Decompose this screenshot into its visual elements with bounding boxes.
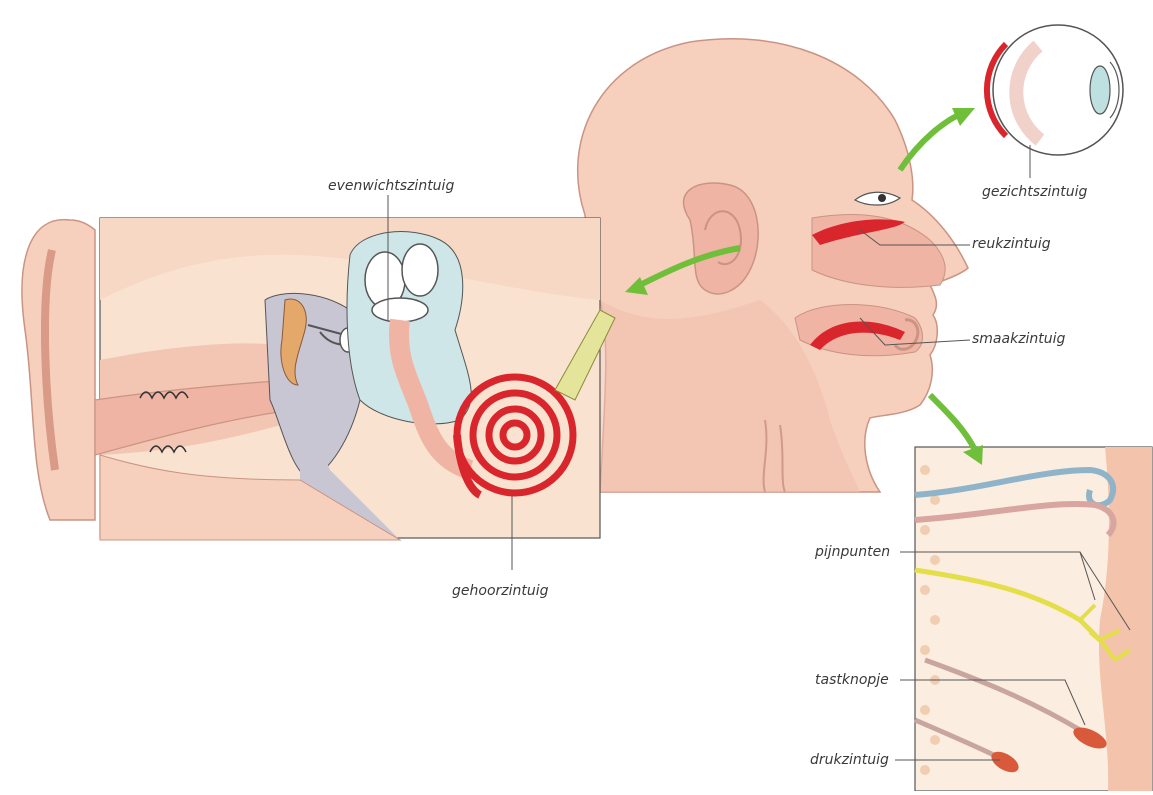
label-pressure: drukzintuig bbox=[810, 752, 889, 768]
label-balance: evenwichtszintuig bbox=[328, 178, 454, 194]
label-sight: gezichtszintuig bbox=[982, 184, 1087, 200]
label-pain: pijnpunten bbox=[815, 544, 890, 560]
head-illustration bbox=[578, 39, 968, 492]
ear-cross-section bbox=[22, 195, 615, 570]
eye-illustration bbox=[987, 25, 1123, 178]
label-taste: smaakzintuig bbox=[972, 331, 1065, 347]
label-touch: tastknopje bbox=[815, 672, 889, 688]
label-smell: reukzintuig bbox=[972, 236, 1051, 252]
skin-cross-section bbox=[915, 447, 1152, 791]
label-hearing: gehoorzintuig bbox=[452, 583, 549, 599]
